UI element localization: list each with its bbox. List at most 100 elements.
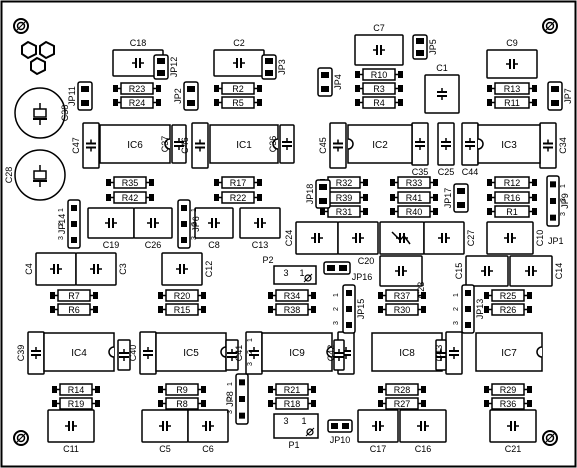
capacitor-label: C20 bbox=[358, 256, 375, 266]
resistor-label: R17 bbox=[230, 178, 247, 188]
jumper-label: JP18 bbox=[305, 184, 315, 205]
capacitor-label: C27 bbox=[466, 230, 476, 247]
ic-label: IC7 bbox=[501, 348, 517, 359]
jumper-label: JP4 bbox=[333, 74, 343, 90]
resistor-label: R7 bbox=[68, 291, 80, 301]
capacitor-label: C13 bbox=[252, 240, 269, 250]
capacitor-label: C3 bbox=[118, 263, 128, 275]
hex-pad bbox=[39, 40, 55, 60]
pin-number: 1 bbox=[301, 416, 306, 426]
resistor-label: R34 bbox=[284, 291, 301, 301]
resistor-label: R14 bbox=[68, 385, 85, 395]
resistor-label: R9 bbox=[176, 385, 188, 395]
resistor-label: R36 bbox=[500, 399, 517, 409]
capacitor-label: C40 bbox=[128, 345, 138, 362]
pin-number: 3 bbox=[283, 268, 288, 278]
pin-number: 1 bbox=[333, 293, 340, 297]
pin-header-label: P1 bbox=[288, 440, 299, 450]
resistor-label: R18 bbox=[284, 399, 301, 409]
jumper-label: JP3 bbox=[277, 59, 287, 75]
jumper-label: JP7 bbox=[563, 88, 573, 104]
ic-label: IC4 bbox=[71, 348, 87, 359]
ic-label: IC2 bbox=[372, 140, 388, 151]
hex-pads bbox=[21, 40, 55, 76]
capacitor-label: C16 bbox=[415, 444, 432, 454]
jumper-label: JP6 bbox=[191, 216, 201, 232]
capacitor-label: C39 bbox=[16, 345, 26, 362]
capacitor-label: C14 bbox=[554, 263, 564, 280]
pin-number: 1 bbox=[560, 184, 567, 188]
ic-label: IC6 bbox=[127, 140, 143, 151]
electrolytic-label: C38 bbox=[60, 105, 70, 122]
resistor-label: R2 bbox=[232, 84, 244, 94]
pin-number: 1 bbox=[299, 268, 304, 278]
jumper-label: JP14 bbox=[57, 214, 67, 235]
ic-label: IC9 bbox=[289, 348, 305, 359]
pin-number: 1 bbox=[247, 338, 254, 342]
capacitor-label: C44 bbox=[462, 167, 479, 177]
resistor-label: R26 bbox=[500, 305, 517, 315]
resistor-label: R1 bbox=[506, 207, 518, 217]
pin-header-label: P2 bbox=[262, 255, 273, 265]
resistor-label: R32 bbox=[336, 178, 353, 188]
capacitor-label: C19 bbox=[103, 240, 120, 250]
jumper-label: JP17 bbox=[443, 188, 453, 209]
pin-number: 2 bbox=[191, 222, 198, 226]
pin-number: 3 bbox=[453, 321, 460, 325]
capacitor-label: C37 bbox=[160, 136, 170, 153]
hex-pad bbox=[30, 56, 46, 76]
pin-number: 2 bbox=[58, 222, 65, 226]
jumper-label: JP9 bbox=[560, 193, 570, 209]
capacitor-label: C11 bbox=[63, 444, 79, 454]
resistor-label: R38 bbox=[284, 305, 301, 315]
capacitor-label: C9 bbox=[506, 38, 518, 48]
pin-number: 3 bbox=[560, 212, 567, 216]
capacitor-label: C35 bbox=[412, 167, 429, 177]
capacitor-label: C34 bbox=[558, 137, 568, 154]
resistor-label: R41 bbox=[406, 193, 423, 203]
ic-label: IC3 bbox=[501, 140, 517, 151]
capacitor-label: C8 bbox=[208, 240, 220, 250]
capacitor-label: C4 bbox=[24, 263, 34, 275]
resistor-label: R29 bbox=[500, 385, 517, 395]
capacitor-label: C6 bbox=[202, 444, 214, 454]
resistor-label: R30 bbox=[394, 305, 411, 315]
resistor-label: R16 bbox=[504, 193, 521, 203]
pin-number: 3 bbox=[227, 410, 234, 414]
jumper-label: JP16 bbox=[352, 272, 373, 282]
resistor-label: R31 bbox=[336, 207, 353, 217]
resistor-label: R33 bbox=[406, 178, 423, 188]
capacitor-label: C24 bbox=[284, 230, 294, 247]
pin-number: 1 bbox=[453, 293, 460, 297]
resistor-label: R13 bbox=[504, 84, 521, 94]
pin-number: 2 bbox=[560, 198, 567, 202]
jumper-label: JP10 bbox=[330, 435, 351, 445]
capacitor-label: C46 bbox=[180, 137, 190, 154]
resistor-label: R39 bbox=[336, 193, 353, 203]
pin-number: 1 bbox=[58, 208, 65, 212]
resistor-label: R22 bbox=[230, 193, 247, 203]
mounting-holes bbox=[13, 18, 558, 446]
electrolytic-label: C28 bbox=[4, 167, 14, 184]
pin-number: 2 bbox=[247, 350, 254, 354]
resistor-label: R35 bbox=[122, 178, 139, 188]
capacitor-label: C43 bbox=[434, 345, 444, 362]
pin-number: 3 bbox=[283, 416, 288, 426]
resistor-label: R5 bbox=[232, 98, 244, 108]
resistor-label: R40 bbox=[406, 207, 423, 217]
resistor-label: R19 bbox=[68, 399, 85, 409]
resistor-label: R3 bbox=[373, 84, 385, 94]
pin-number: 3 bbox=[58, 236, 65, 240]
hex-pad bbox=[21, 40, 37, 60]
resistor-label: R21 bbox=[284, 385, 301, 395]
capacitor-label: C36 bbox=[268, 136, 278, 153]
jumper-label: JP2 bbox=[173, 88, 183, 104]
jumper-label: JP13 bbox=[475, 299, 485, 320]
resistor-label: R28 bbox=[394, 385, 411, 395]
capacitor-label: C7 bbox=[373, 23, 385, 33]
pin-number: 1 bbox=[191, 208, 198, 212]
capacitor-label: C25 bbox=[438, 167, 455, 177]
capacitor-label: C15 bbox=[454, 263, 464, 280]
